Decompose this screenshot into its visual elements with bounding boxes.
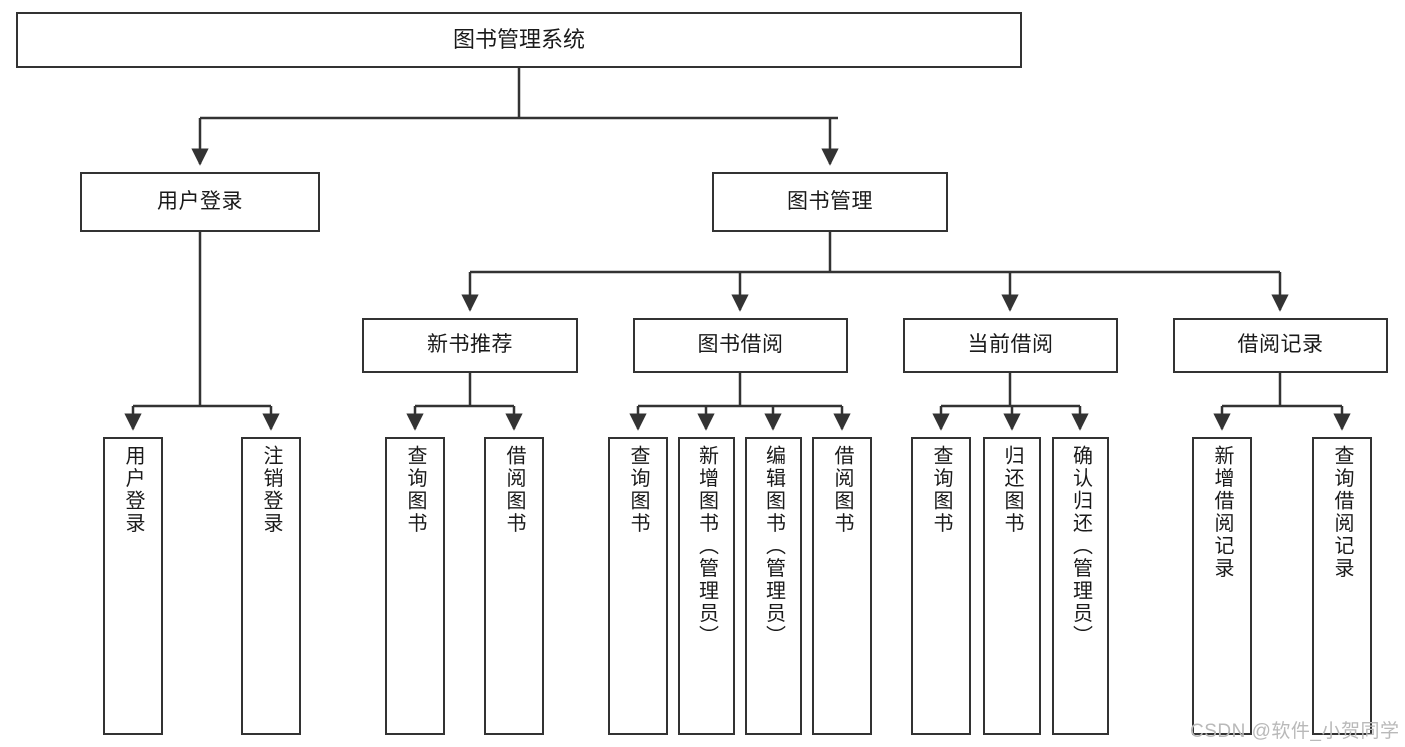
- node-borrow-record[interactable]: 借阅记录: [1173, 318, 1388, 373]
- node-leaf-add-book[interactable]: 新增图书（管理员）: [678, 437, 735, 735]
- node-leaf-confirm-return-label: 确认归还（管理员）: [1069, 445, 1092, 648]
- node-book-borrow-label: 图书借阅: [697, 333, 784, 357]
- node-borrow-record-label: 借阅记录: [1237, 333, 1324, 357]
- node-leaf-add-book-label: 新增图书（管理员）: [695, 445, 718, 648]
- node-book-manage-label: 图书管理: [787, 189, 873, 213]
- node-leaf-borrow-book-1-label: 借阅图书: [503, 445, 525, 535]
- node-leaf-query-record[interactable]: 查询借阅记录: [1312, 437, 1372, 735]
- node-leaf-query-record-label: 查询借阅记录: [1331, 445, 1353, 580]
- node-leaf-edit-book[interactable]: 编辑图书（管理员）: [745, 437, 802, 735]
- csdn-watermark: CSDN @软件_小贺同学: [1190, 721, 1400, 742]
- node-leaf-query-book-3[interactable]: 查询图书: [911, 437, 971, 735]
- node-current-borrow[interactable]: 当前借阅: [903, 318, 1118, 373]
- node-leaf-query-book-1[interactable]: 查询图书: [385, 437, 445, 735]
- node-leaf-query-book-1-label: 查询图书: [404, 445, 426, 535]
- node-leaf-query-book-2[interactable]: 查询图书: [608, 437, 668, 735]
- node-new-book-recommend-label: 新书推荐: [427, 333, 513, 357]
- node-book-borrow[interactable]: 图书借阅: [633, 318, 848, 373]
- node-current-borrow-label: 当前借阅: [967, 333, 1054, 357]
- node-root-label: 图书管理系统: [452, 27, 585, 53]
- node-root[interactable]: 图书管理系统: [16, 12, 1022, 68]
- node-leaf-return-book[interactable]: 归还图书: [983, 437, 1041, 735]
- node-user-login[interactable]: 用户登录: [80, 172, 320, 232]
- node-leaf-edit-book-label: 编辑图书（管理员）: [762, 445, 785, 648]
- node-leaf-logout-login-label: 注销登录: [260, 445, 282, 535]
- node-book-manage[interactable]: 图书管理: [712, 172, 948, 232]
- node-new-book-recommend[interactable]: 新书推荐: [362, 318, 578, 373]
- node-leaf-confirm-return[interactable]: 确认归还（管理员）: [1052, 437, 1109, 735]
- node-user-login-label: 用户登录: [157, 189, 243, 213]
- node-leaf-user-login-label: 用户登录: [122, 445, 144, 535]
- node-leaf-borrow-book-2[interactable]: 借阅图书: [812, 437, 872, 735]
- node-leaf-borrow-book-1[interactable]: 借阅图书: [484, 437, 544, 735]
- node-leaf-user-login[interactable]: 用户登录: [103, 437, 163, 735]
- node-leaf-logout-login[interactable]: 注销登录: [241, 437, 301, 735]
- node-leaf-query-book-3-label: 查询图书: [930, 445, 952, 535]
- node-leaf-borrow-book-2-label: 借阅图书: [831, 445, 853, 535]
- node-leaf-add-record-label: 新增借阅记录: [1211, 445, 1233, 580]
- node-leaf-query-book-2-label: 查询图书: [627, 445, 649, 535]
- node-leaf-return-book-label: 归还图书: [1001, 445, 1023, 535]
- node-leaf-add-record[interactable]: 新增借阅记录: [1192, 437, 1252, 735]
